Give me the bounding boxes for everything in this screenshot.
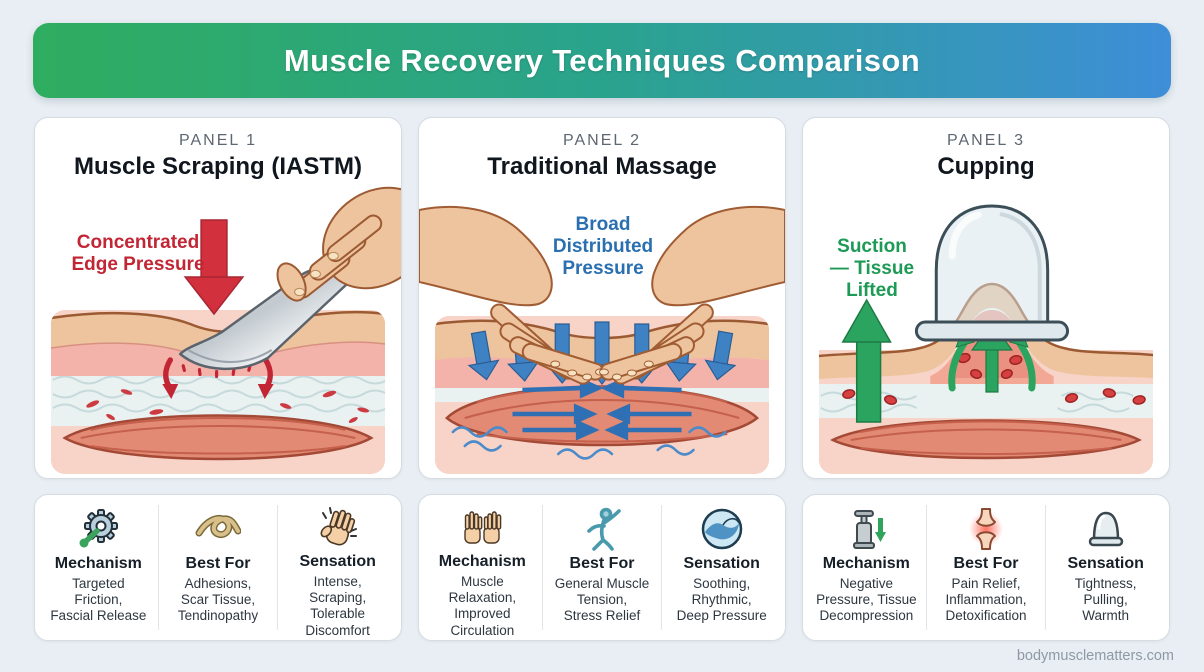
- card-muscle-scraping: Mechanism Targeted Friction, Fascial Rel…: [34, 494, 402, 641]
- card-cupping: Mechanism Negative Pressure, Tissue Deco…: [802, 494, 1170, 641]
- massage-illustration: [419, 205, 785, 474]
- scraping-illustration: [50, 186, 401, 474]
- green-up-arrow: [841, 298, 892, 423]
- card-col-sensation: Sensation Soothing, Rhythmic, Deep Press…: [661, 505, 781, 630]
- panel-2-title: Traditional Massage: [487, 153, 717, 180]
- mechanism-text: Targeted Friction, Fascial Release: [50, 576, 147, 624]
- two-hands-icon: [459, 505, 505, 551]
- panel-1-annotation: Concentrated Edge Pressure: [71, 232, 205, 276]
- sensation-label: Sensation: [683, 555, 760, 572]
- glass-cup: [914, 204, 1070, 342]
- panel-2-annotation: Broad Distributed Pressure: [552, 214, 654, 280]
- card-col-sensation: Sensation Tightness, Pulling, Warmth: [1045, 505, 1165, 630]
- card-traditional-massage: Mechanism Muscle Relaxation, Improved Ci…: [418, 494, 786, 641]
- sensation-label: Sensation: [1067, 555, 1144, 572]
- mechanism-text: Muscle Relaxation, Improved Circulation: [448, 574, 517, 638]
- slap-hand-icon: [315, 505, 361, 551]
- best-for-label: Best For: [953, 555, 1019, 572]
- card-col-sensation: Sensation Intense, Scraping, Tolerable D…: [277, 505, 397, 638]
- right-hand: [599, 205, 785, 385]
- left-hand: [419, 205, 605, 385]
- sensation-label: Sensation: [299, 553, 376, 570]
- card-col-best-for: Best For Adhesions, Scar Tissue, Tendino…: [157, 505, 278, 630]
- sensation-text: Tightness, Pulling, Warmth: [1074, 576, 1137, 624]
- circulation-waves: [451, 426, 727, 460]
- title-banner: Muscle Recovery Techniques Comparison: [33, 23, 1171, 98]
- inflamed-joint-icon: [963, 505, 1009, 553]
- mechanism-label: Mechanism: [822, 555, 910, 572]
- best-for-text: Adhesions, Scar Tissue, Tendinopathy: [177, 576, 259, 624]
- lifted-skin: [818, 284, 1154, 379]
- panel-cupping: PANEL 3 Cupping Suction — Tissue Lifted: [802, 117, 1170, 479]
- watermark-text: bodymusclematters.com: [1016, 648, 1174, 664]
- panel-1-label: PANEL 1: [178, 132, 258, 149]
- page-title: Muscle Recovery Techniques Comparison: [283, 42, 921, 78]
- knot-icon: [195, 505, 241, 553]
- mechanism-label: Mechanism: [54, 555, 142, 572]
- gear-wrench-icon: [75, 505, 121, 553]
- sensation-text: Soothing, Rhythmic, Deep Pressure: [676, 576, 767, 624]
- mechanism-text: Negative Pressure, Tissue Decompression: [816, 576, 917, 624]
- card-col-best-for: Best For General Muscle Tension, Stress …: [541, 505, 662, 630]
- panel-3-label: PANEL 3: [946, 132, 1026, 149]
- cupping-cup-icon: [1083, 505, 1129, 553]
- pressure-dashes: [181, 363, 252, 378]
- panel-muscle-scraping: PANEL 1 Muscle Scraping (IASTM) Concentr…: [34, 117, 402, 479]
- card-col-mechanism: Mechanism Targeted Friction, Fascial Rel…: [39, 505, 158, 630]
- card-col-mechanism: Mechanism Negative Pressure, Tissue Deco…: [807, 505, 926, 630]
- panel-3-title: Cupping: [937, 153, 1035, 180]
- muscle: [62, 414, 374, 461]
- stretching-person-icon: [579, 505, 625, 553]
- cupping-illustration: [818, 204, 1154, 474]
- panels-row: PANEL 1 Muscle Scraping (IASTM) Concentr…: [34, 117, 1170, 479]
- adhesion-debris: [86, 389, 370, 423]
- best-for-label: Best For: [185, 555, 251, 572]
- muscle: [830, 419, 1142, 460]
- blood-cells: [842, 338, 1146, 405]
- card-col-best-for: Best For Pain Relief, Inflammation, Deto…: [925, 505, 1046, 630]
- panel-1-title: Muscle Scraping (IASTM): [73, 153, 363, 180]
- sensation-text: Intense, Scraping, Tolerable Discomfort: [305, 574, 370, 638]
- card-col-mechanism: Mechanism Muscle Relaxation, Improved Ci…: [423, 505, 542, 638]
- panel-3-annotation: Suction — Tissue Lifted: [829, 236, 915, 302]
- panel-2-label: PANEL 2: [562, 132, 642, 149]
- red-down-arrow: [183, 219, 245, 316]
- mechanism-label: Mechanism: [438, 553, 526, 570]
- best-for-label: Best For: [569, 555, 635, 572]
- best-for-text: Pain Relief, Inflammation, Detoxificatio…: [945, 576, 1027, 624]
- cards-row: Mechanism Targeted Friction, Fascial Rel…: [34, 494, 1170, 641]
- panel-traditional-massage: PANEL 2 Traditional Massage Broad Distri…: [418, 117, 786, 479]
- hand: [276, 186, 401, 302]
- suction-pump-icon: [843, 505, 889, 553]
- lateral-spread-arrows: [512, 377, 692, 441]
- wave-icon: [699, 505, 745, 553]
- best-for-text: General Muscle Tension, Stress Relief: [554, 576, 650, 624]
